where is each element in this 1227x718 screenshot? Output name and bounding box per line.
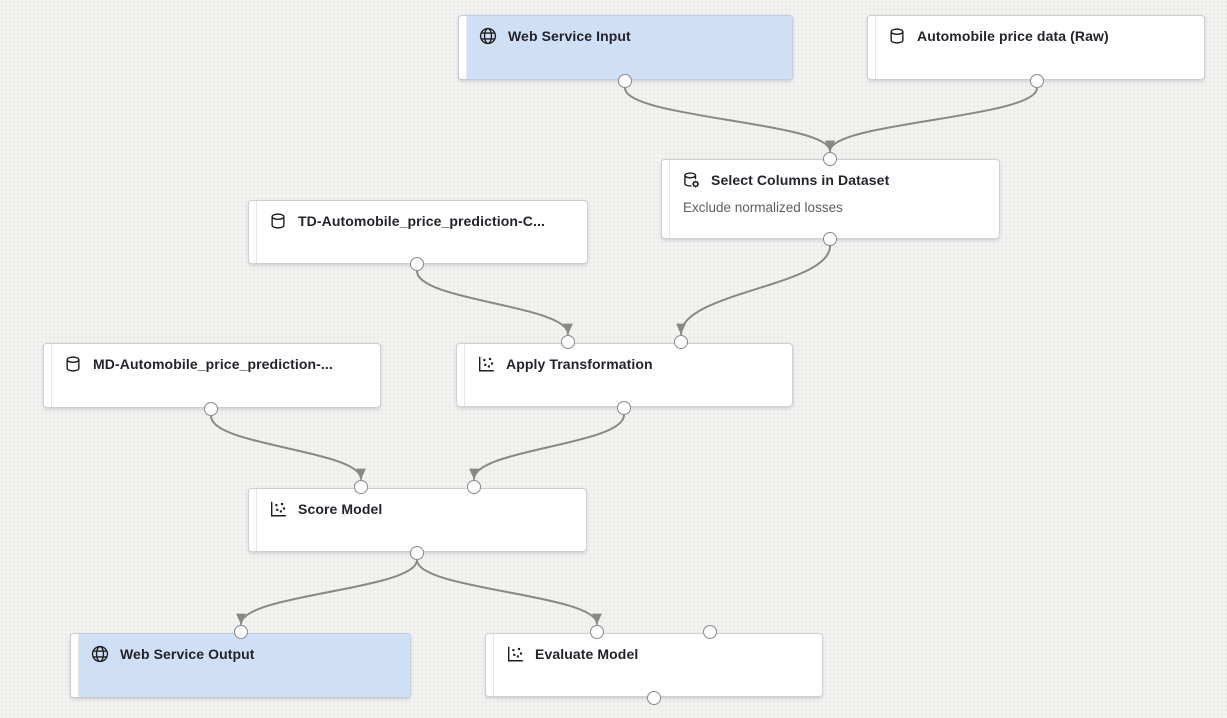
node-web-service-input[interactable]: Web Service Input: [458, 15, 793, 80]
port-evaluate-model-input-left[interactable]: [590, 625, 604, 639]
node-title: Score Model: [298, 501, 383, 517]
node-strip: [249, 489, 257, 551]
node-title: Web Service Input: [508, 28, 631, 44]
database-icon: [890, 28, 904, 44]
port-score-model-input-right[interactable]: [467, 480, 481, 494]
database-icon: [271, 213, 285, 229]
port-automobile-price-data-output[interactable]: [1030, 74, 1044, 88]
port-apply-transformation-input-right[interactable]: [674, 335, 688, 349]
node-strip: [868, 16, 876, 79]
node-strip: [457, 344, 465, 406]
node-title: Apply Transformation: [506, 356, 653, 372]
scatter-chart-icon: [478, 356, 494, 372]
node-score-model[interactable]: Score Model: [248, 488, 587, 552]
node-title: Automobile price data (Raw): [917, 28, 1109, 44]
node-title: MD-Automobile_price_prediction-...: [93, 356, 333, 372]
node-strip: [71, 634, 79, 697]
node-strip: [486, 634, 494, 696]
port-evaluate-model-output[interactable]: [647, 691, 661, 705]
port-web-service-input-output[interactable]: [618, 74, 632, 88]
node-strip: [44, 344, 52, 407]
node-comment: Exclude normalized losses: [683, 200, 843, 215]
edge-scoremodel-to-evaluatemodel[interactable]: [416, 559, 602, 625]
node-apply-transformation[interactable]: Apply Transformation: [456, 343, 793, 407]
port-evaluate-model-input-right[interactable]: [703, 625, 717, 639]
node-title: TD-Automobile_price_prediction-C...: [298, 213, 545, 229]
node-evaluate-model[interactable]: Evaluate Model: [485, 633, 823, 697]
node-strip: [249, 201, 257, 263]
database-gear-icon: [684, 172, 700, 189]
globe-icon: [479, 27, 497, 45]
edge-md-to-scoremodel[interactable]: [210, 415, 366, 480]
edge-wsinput-to-selectcolumns[interactable]: [624, 87, 835, 152]
edge-selectcolumns-to-applytransformation[interactable]: [676, 245, 831, 335]
node-md-automobile-price-prediction[interactable]: MD-Automobile_price_prediction-...: [43, 343, 381, 408]
edge-td-to-applytransformation[interactable]: [416, 270, 573, 335]
node-title: Select Columns in Dataset: [711, 172, 890, 188]
scatter-chart-icon: [507, 646, 523, 662]
edge-scoremodel-to-wsoutput[interactable]: [236, 559, 418, 625]
edge-applytransformation-to-scoremodel[interactable]: [469, 414, 625, 480]
node-td-automobile-price-prediction[interactable]: TD-Automobile_price_prediction-C...: [248, 200, 588, 264]
node-strip: [662, 160, 670, 238]
port-td-dataset-output[interactable]: [410, 257, 424, 271]
node-automobile-price-data-raw[interactable]: Automobile price data (Raw): [867, 15, 1205, 80]
port-apply-transformation-input-left[interactable]: [561, 335, 575, 349]
port-web-service-output-input[interactable]: [234, 625, 248, 639]
port-score-model-output[interactable]: [410, 546, 424, 560]
port-select-columns-input[interactable]: [823, 152, 837, 166]
port-md-model-output[interactable]: [204, 402, 218, 416]
edge-rawdata-to-selectcolumns[interactable]: [825, 87, 1038, 152]
port-apply-transformation-output[interactable]: [617, 401, 631, 415]
port-select-columns-output[interactable]: [823, 232, 837, 246]
scatter-chart-icon: [270, 501, 286, 517]
port-score-model-input-left[interactable]: [354, 480, 368, 494]
node-web-service-output[interactable]: Web Service Output: [70, 633, 411, 698]
node-title: Evaluate Model: [535, 646, 639, 662]
database-icon: [66, 356, 80, 372]
node-select-columns-in-dataset[interactable]: Select Columns in Dataset Exclude normal…: [661, 159, 1000, 239]
node-title: Web Service Output: [120, 646, 255, 662]
node-strip: [459, 16, 467, 79]
globe-icon: [91, 645, 109, 663]
